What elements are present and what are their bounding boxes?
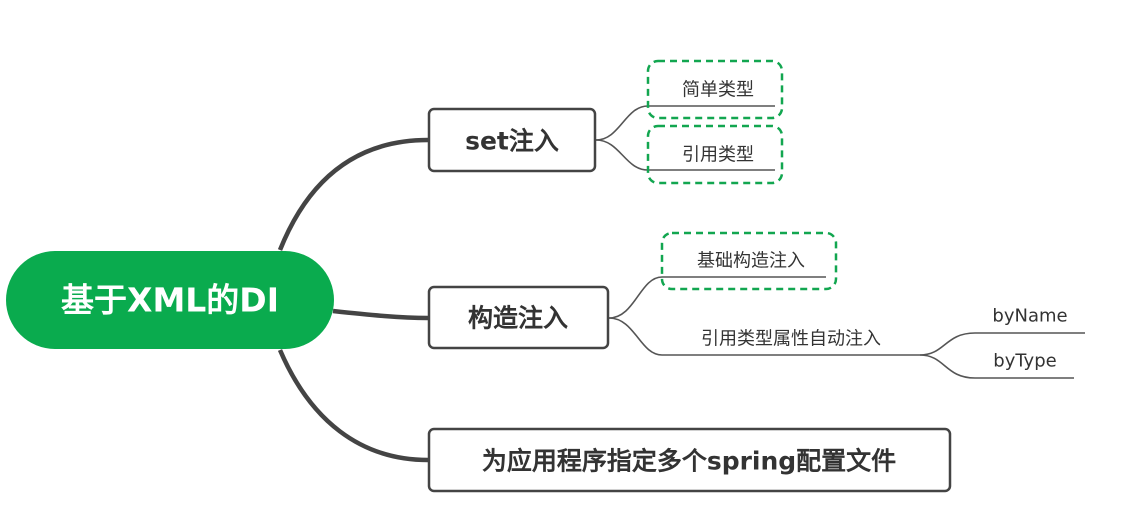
leaf-reference-type-highlight — [646, 124, 784, 185]
connector-root-to-multi-config — [277, 349, 429, 463]
connector-root-to-set — [277, 137, 429, 251]
branch-set-injection[interactable]: set注入 — [427, 107, 597, 173]
leaf-basic-constructor-highlight — [660, 231, 838, 291]
branch-constructor-injection-label: 构造注入 — [468, 304, 568, 333]
branch-set-injection-label: set注入 — [465, 127, 559, 156]
branch-set-injection-box — [427, 107, 597, 173]
branch-multi-config-box — [427, 427, 952, 493]
connector-constructor-to-basic — [608, 276, 826, 319]
leaf-autowire[interactable]: 引用类型属性自动注入 — [701, 329, 881, 350]
leaf-reference-type-label: 引用类型 — [682, 145, 754, 166]
connector-root-to-constructor — [332, 308, 429, 321]
leaf-reference-type[interactable]: 引用类型 — [646, 124, 784, 185]
branch-constructor-injection[interactable]: 构造注入 — [427, 285, 610, 350]
branch-multi-config[interactable]: 为应用程序指定多个spring配置文件 — [427, 427, 952, 493]
leaf-byname-label: byName — [992, 306, 1067, 327]
root-node-shape — [6, 251, 334, 349]
leaf-simple-type[interactable]: 简单类型 — [646, 59, 784, 120]
root-node-label: 基于XML的DI — [61, 281, 279, 320]
leaf-bytype[interactable]: byType — [993, 351, 1056, 372]
leaf-simple-type-highlight — [646, 59, 784, 120]
leaf-autowire-label: 引用类型属性自动注入 — [701, 329, 881, 350]
branch-constructor-injection-box — [427, 285, 610, 350]
leaf-basic-constructor-label: 基础构造注入 — [697, 251, 805, 272]
leaf-basic-constructor[interactable]: 基础构造注入 — [660, 231, 838, 291]
leaf-byname[interactable]: byName — [992, 306, 1067, 327]
leaf-bytype-label: byType — [993, 351, 1056, 372]
leaf-simple-type-label: 简单类型 — [682, 80, 754, 101]
connector-autowire-to-bytype — [919, 354, 1074, 379]
branch-multi-config-label: 为应用程序指定多个spring配置文件 — [482, 447, 896, 476]
connector-constructor-to-autowire — [608, 317, 920, 356]
connector-autowire-to-byname — [919, 332, 1085, 356]
root-node[interactable]: 基于XML的DI — [6, 251, 334, 349]
connector-set-to-simple — [595, 105, 775, 141]
